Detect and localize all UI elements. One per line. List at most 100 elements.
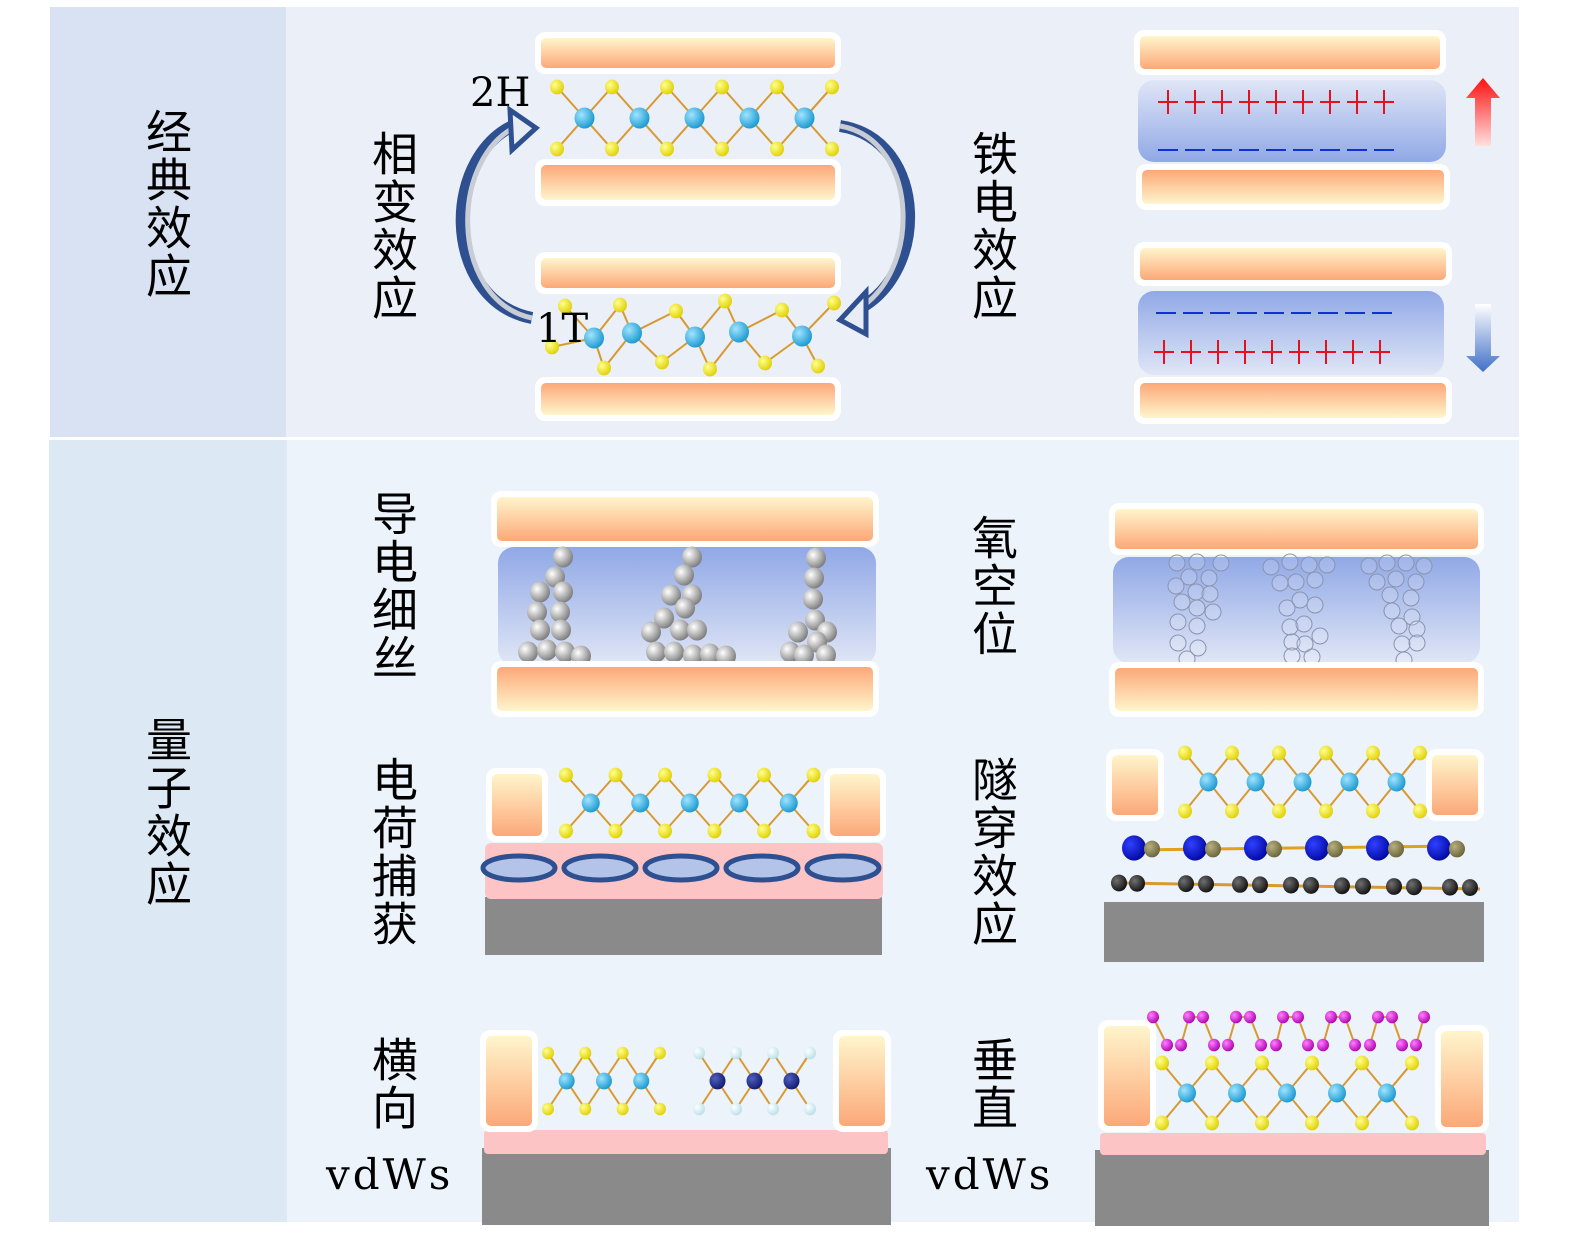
oxygen-vacancy-site [1188, 617, 1206, 635]
phosphorene-atom [1244, 1010, 1256, 1024]
vertical-bottom-layer-chalcogen-atom [1205, 1055, 1219, 1071]
tunneling-channel-chalcogen-atom [1178, 745, 1192, 761]
phase-1t-chalcogen-atom [545, 339, 559, 355]
phase-1t-top-electrode [541, 258, 835, 288]
graphene-bond [1117, 881, 1481, 891]
hbn-nitrogen-atom [1327, 840, 1343, 858]
lateral-channel-b-metal-atom [783, 1072, 800, 1090]
vacancy-top-electrode [1115, 509, 1478, 549]
hbn-boron-atom [1366, 835, 1390, 861]
lateral-channel-a-chalcogen-atom [542, 1046, 554, 1060]
oxygen-vacancy-site [1169, 613, 1187, 631]
graphene-carbon-atom [1283, 876, 1299, 894]
phase-2h-lattice-chalcogen-atom [550, 141, 564, 157]
tunneling-channel-chalcogen-atom [1272, 803, 1286, 819]
charge-trap-channel-metal-atom [680, 793, 699, 813]
charge-trap-channel-chalcogen-atom [806, 823, 821, 839]
vertical-bottom-layer-chalcogen-atom [1305, 1055, 1319, 1071]
charge-trap-channel-chalcogen-atom [757, 767, 771, 783]
graphene-carbon-atom [1334, 877, 1350, 895]
metal-cluster-atom [816, 644, 836, 666]
charge-trap-channel-metal-atom [581, 793, 600, 813]
hbn-boron-atom [1244, 835, 1268, 861]
lateral-channel-b-chalcogen-atom [804, 1046, 816, 1060]
oxygen-vacancy-site [1283, 633, 1301, 651]
tunneling-channel-chalcogen-atom [1225, 745, 1239, 761]
oxygen-vacancy-site [1311, 627, 1329, 645]
vertical-oxide [1100, 1133, 1486, 1155]
phosphorene-atom [1302, 1038, 1314, 1052]
phosphorene-atom [1339, 1010, 1351, 1024]
metal-cluster-atom [682, 546, 702, 568]
phase-1t-chalcogen-atom [655, 354, 669, 370]
metal-cluster-atom [700, 643, 720, 665]
oxygen-vacancy-site [1271, 574, 1289, 592]
metal-cluster-atom [806, 547, 826, 569]
phosphorene-atom [1161, 1038, 1173, 1052]
hbn-boron-atom [1122, 835, 1146, 861]
vertical-substrate [1095, 1150, 1489, 1226]
tunneling-channel-metal-atom [1293, 772, 1312, 792]
oxygen-vacancy-site [1296, 635, 1314, 653]
phosphorene-atom [1418, 1010, 1430, 1024]
tunneling-substrate [1104, 902, 1484, 962]
metal-cluster-atom [641, 621, 661, 643]
metal-cluster-atom [553, 581, 573, 603]
phase-transition-arrow-up [455, 116, 534, 324]
trap-site [723, 853, 801, 883]
vertical-bottom-layer-chalcogen-atom [1255, 1115, 1269, 1131]
phosphorene-atom [1396, 1038, 1408, 1052]
lateral-channel-b-chalcogen-atom [767, 1102, 779, 1116]
graphene-carbon-atom [1442, 878, 1458, 896]
metal-cluster-atom [803, 588, 823, 610]
phosphorene-atom [1270, 1038, 1282, 1052]
filament-top-electrode [497, 497, 873, 541]
charge-trap-channel-chalcogen-atom [559, 767, 573, 783]
tunneling-channel-metal-atom [1246, 772, 1265, 792]
oxygen-vacancy-site [1180, 568, 1198, 586]
phase-1t-chalcogen-atom [811, 358, 825, 374]
oxygen-vacancy-site [1387, 570, 1405, 588]
lateral-channel-a-metal-atom [595, 1072, 612, 1090]
metal-cluster-atom [654, 607, 674, 629]
metal-cluster-atom [675, 597, 695, 619]
lateral-vdws-sublabel: vdWs [326, 1150, 454, 1199]
trap-site [480, 853, 558, 883]
oxygen-vacancy-site [1306, 596, 1324, 614]
charge-trap-channel-chalcogen-atom [658, 767, 672, 783]
graphene-carbon-atom [1198, 875, 1214, 893]
phase-1t-label: 1T [536, 306, 589, 352]
ferro-down-bottom-electrode [1140, 383, 1446, 418]
oxygen-vacancy-site [1402, 589, 1420, 607]
charge-trap-channel-chalcogen-atom [707, 823, 722, 839]
vertical-bottom-layer-metal-atom [1328, 1083, 1346, 1103]
metal-cluster-atom [518, 641, 538, 663]
tunneling-label: 隧穿效应 [965, 756, 1019, 948]
phase-1t-metal-atom [685, 326, 705, 348]
tunneling-channel-chalcogen-atom [1366, 745, 1380, 761]
metal-cluster-atom [646, 641, 666, 663]
phase-1t-bottom-electrode [541, 383, 835, 415]
oxygen-vacancy-site [1408, 620, 1426, 638]
graphene-carbon-atom [1252, 876, 1268, 894]
quantum-effects-column [49, 440, 287, 1222]
oxygen-vacancy-site [1189, 639, 1207, 657]
oxygen-vacancy-site [1378, 554, 1396, 572]
metal-cluster-atom [661, 584, 681, 606]
phase-2h-lattice-chalcogen-atom [715, 141, 729, 157]
phase-2h-lattice-chalcogen-atom [715, 79, 729, 95]
metal-cluster-atom [530, 619, 550, 641]
trap-site [561, 853, 639, 883]
lateral-channel-b-chalcogen-atom [804, 1102, 816, 1116]
tunneling-channel-chalcogen-atom [1272, 745, 1286, 761]
lateral-channel-a-metal-atom [633, 1072, 650, 1090]
lateral-oxide [484, 1130, 888, 1154]
oxygen-vacancy-site [1295, 615, 1313, 633]
vertical-bottom-layer-metal-atom [1278, 1083, 1296, 1103]
charge-trap-channel-chalcogen-atom [608, 767, 623, 783]
phase-2h-top-electrode [541, 38, 835, 68]
phosphorene-atom [1292, 1010, 1304, 1024]
vertical-bottom-layer-chalcogen-atom [1405, 1115, 1419, 1131]
metal-cluster-atom [555, 641, 575, 663]
phase-2h-lattice-metal-atom [574, 107, 595, 129]
